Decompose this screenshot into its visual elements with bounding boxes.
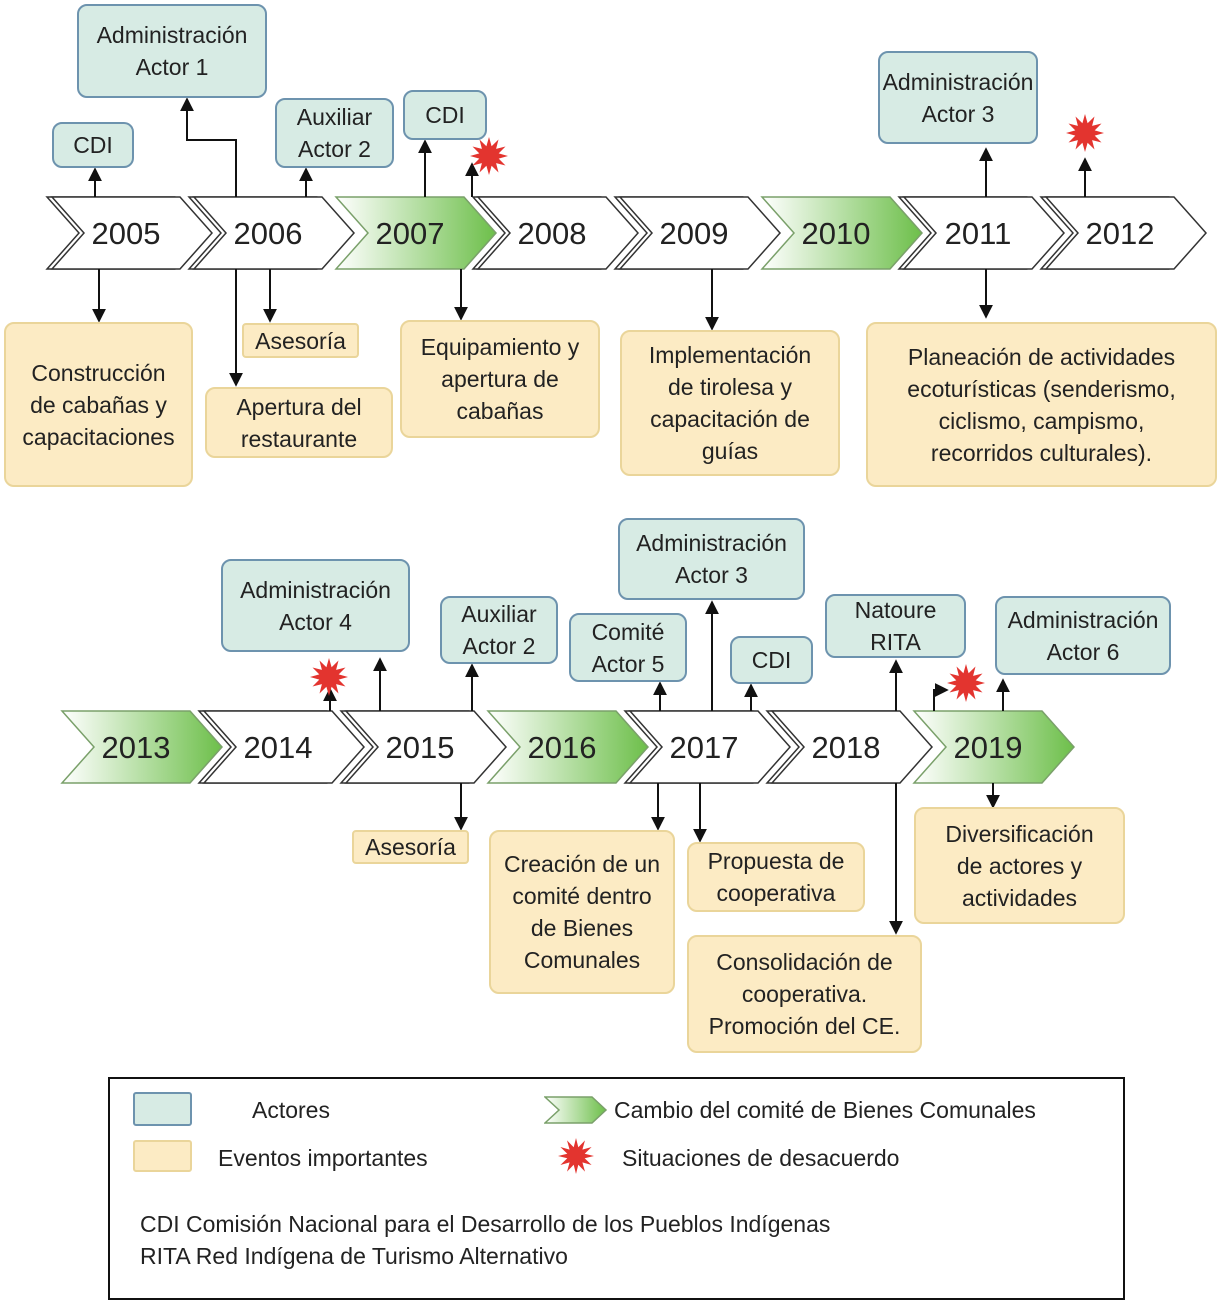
actor-natoure-rita: Natoure RITA xyxy=(825,594,966,658)
year-chevron-2010: 2010 xyxy=(760,196,924,270)
year-chevron-2013: 2013 xyxy=(60,710,224,784)
disagreement-star-icon xyxy=(310,658,348,696)
event-creacion-comite: Creación de un comité dentro de Bienes C… xyxy=(489,830,675,994)
actor-auxiliar-actor-2-2006: Auxiliar Actor 2 xyxy=(275,98,394,168)
year-label-2010: 2010 xyxy=(802,216,871,251)
connector-arrow xyxy=(180,97,237,197)
event-asesoria-2015: Asesoría xyxy=(352,830,469,864)
timeline-row-2013-2019: 2013 2014 2015 2016 2017 2018 2019 xyxy=(60,710,1076,784)
legend-committee-change-label: Cambio del comité de Bienes Comunales xyxy=(614,1097,1036,1123)
legend-event-swatch xyxy=(133,1140,192,1172)
event-propuesta-cooperativa: Propuesta de cooperativa xyxy=(687,842,865,912)
year-label-2018: 2018 xyxy=(812,730,881,765)
disagreement-star-icon xyxy=(470,137,508,175)
year-chevron-2009: 2009 xyxy=(613,196,782,270)
legend-note-rita: RITA Red Indígena de Turismo Alternativo xyxy=(140,1243,568,1269)
year-label-2005: 2005 xyxy=(92,216,161,251)
year-label-2016: 2016 xyxy=(528,730,597,765)
year-label-2019: 2019 xyxy=(954,730,1023,765)
actor-cdi-2017: CDI xyxy=(730,636,813,684)
disagreement-star-icon xyxy=(1066,114,1104,152)
year-label-2011: 2011 xyxy=(945,216,1012,251)
timeline-row-2005-2012: 2005 2006 2007 2008 2009 2010 2011 2012 xyxy=(45,196,1208,270)
year-chevron-2007: 2007 xyxy=(334,196,498,270)
year-label-2015: 2015 xyxy=(386,730,455,765)
actor-auxiliar-actor-2-2015: Auxiliar Actor 2 xyxy=(440,596,558,664)
actor-cdi-2007: CDI xyxy=(403,90,487,140)
year-label-2013: 2013 xyxy=(102,730,171,765)
event-diversificacion-actores: Diversificación de actores y actividades xyxy=(914,807,1125,924)
year-label-2006: 2006 xyxy=(234,216,303,251)
year-chevron-2017: 2017 xyxy=(623,710,792,784)
actor-cdi-2005: CDI xyxy=(52,122,134,168)
actor-administracion-actor-1: Administración Actor 1 xyxy=(77,4,267,98)
year-chevron-2016: 2016 xyxy=(486,710,650,784)
actor-administracion-actor-3-2011: Administración Actor 3 xyxy=(878,51,1038,144)
event-implementacion-tirolesa: Implementación de tirolesa y capacitació… xyxy=(620,330,840,476)
year-label-2014: 2014 xyxy=(244,730,313,765)
actor-administracion-actor-6: Administración Actor 6 xyxy=(995,596,1171,675)
actor-administracion-actor-4: Administración Actor 4 xyxy=(221,559,410,652)
connector-arrows xyxy=(88,97,1092,935)
legend xyxy=(108,1077,1125,1300)
disagreement-markers xyxy=(310,114,1104,702)
year-chevron-2006: 2006 xyxy=(187,196,356,270)
year-chevron-2012: 2012 xyxy=(1039,196,1208,270)
year-chevron-2018: 2018 xyxy=(765,710,934,784)
year-label-2017: 2017 xyxy=(670,730,739,765)
year-chevron-2011: 2011 xyxy=(897,196,1066,270)
year-chevron-2014: 2014 xyxy=(197,710,366,784)
legend-actors-label: Actores xyxy=(252,1097,330,1123)
event-equipamiento-cabanas: Equipamiento y apertura de cabañas xyxy=(400,320,600,438)
event-consolidacion-cooperativa: Consolidación de cooperativa. Promoción … xyxy=(687,935,922,1053)
legend-actor-swatch xyxy=(133,1092,192,1126)
year-chevron-2005: 2005 xyxy=(45,196,214,270)
year-chevron-2019: 2019 xyxy=(912,710,1076,784)
legend-events-label: Eventos importantes xyxy=(218,1145,428,1171)
legend-committee-change-chevron xyxy=(544,1096,608,1124)
actor-comite-actor-5: Comité Actor 5 xyxy=(569,613,687,682)
year-label-2007: 2007 xyxy=(376,216,445,251)
year-label-2012: 2012 xyxy=(1086,216,1155,251)
legend-disagreement-star-icon xyxy=(558,1138,594,1174)
year-chevron-2008: 2008 xyxy=(471,196,640,270)
event-apertura-restaurante: Apertura del restaurante xyxy=(205,387,393,458)
year-label-2009: 2009 xyxy=(660,216,729,251)
actor-administracion-actor-3-2017: Administración Actor 3 xyxy=(618,518,805,600)
year-label-2008: 2008 xyxy=(518,216,587,251)
disagreement-star-icon xyxy=(947,664,985,702)
event-planeacion-actividades: Planeación de actividades ecoturísticas … xyxy=(866,322,1217,487)
event-construccion-cabanas: Construcción de cabañas y capacitaciones xyxy=(4,322,193,487)
legend-note-cdi: CDI Comisión Nacional para el Desarrollo… xyxy=(140,1211,831,1237)
legend-disagreement-label: Situaciones de desacuerdo xyxy=(622,1145,900,1171)
connector-arrow xyxy=(933,683,949,711)
event-asesoria-2006: Asesoría xyxy=(242,323,359,358)
year-chevron-2015: 2015 xyxy=(339,710,508,784)
